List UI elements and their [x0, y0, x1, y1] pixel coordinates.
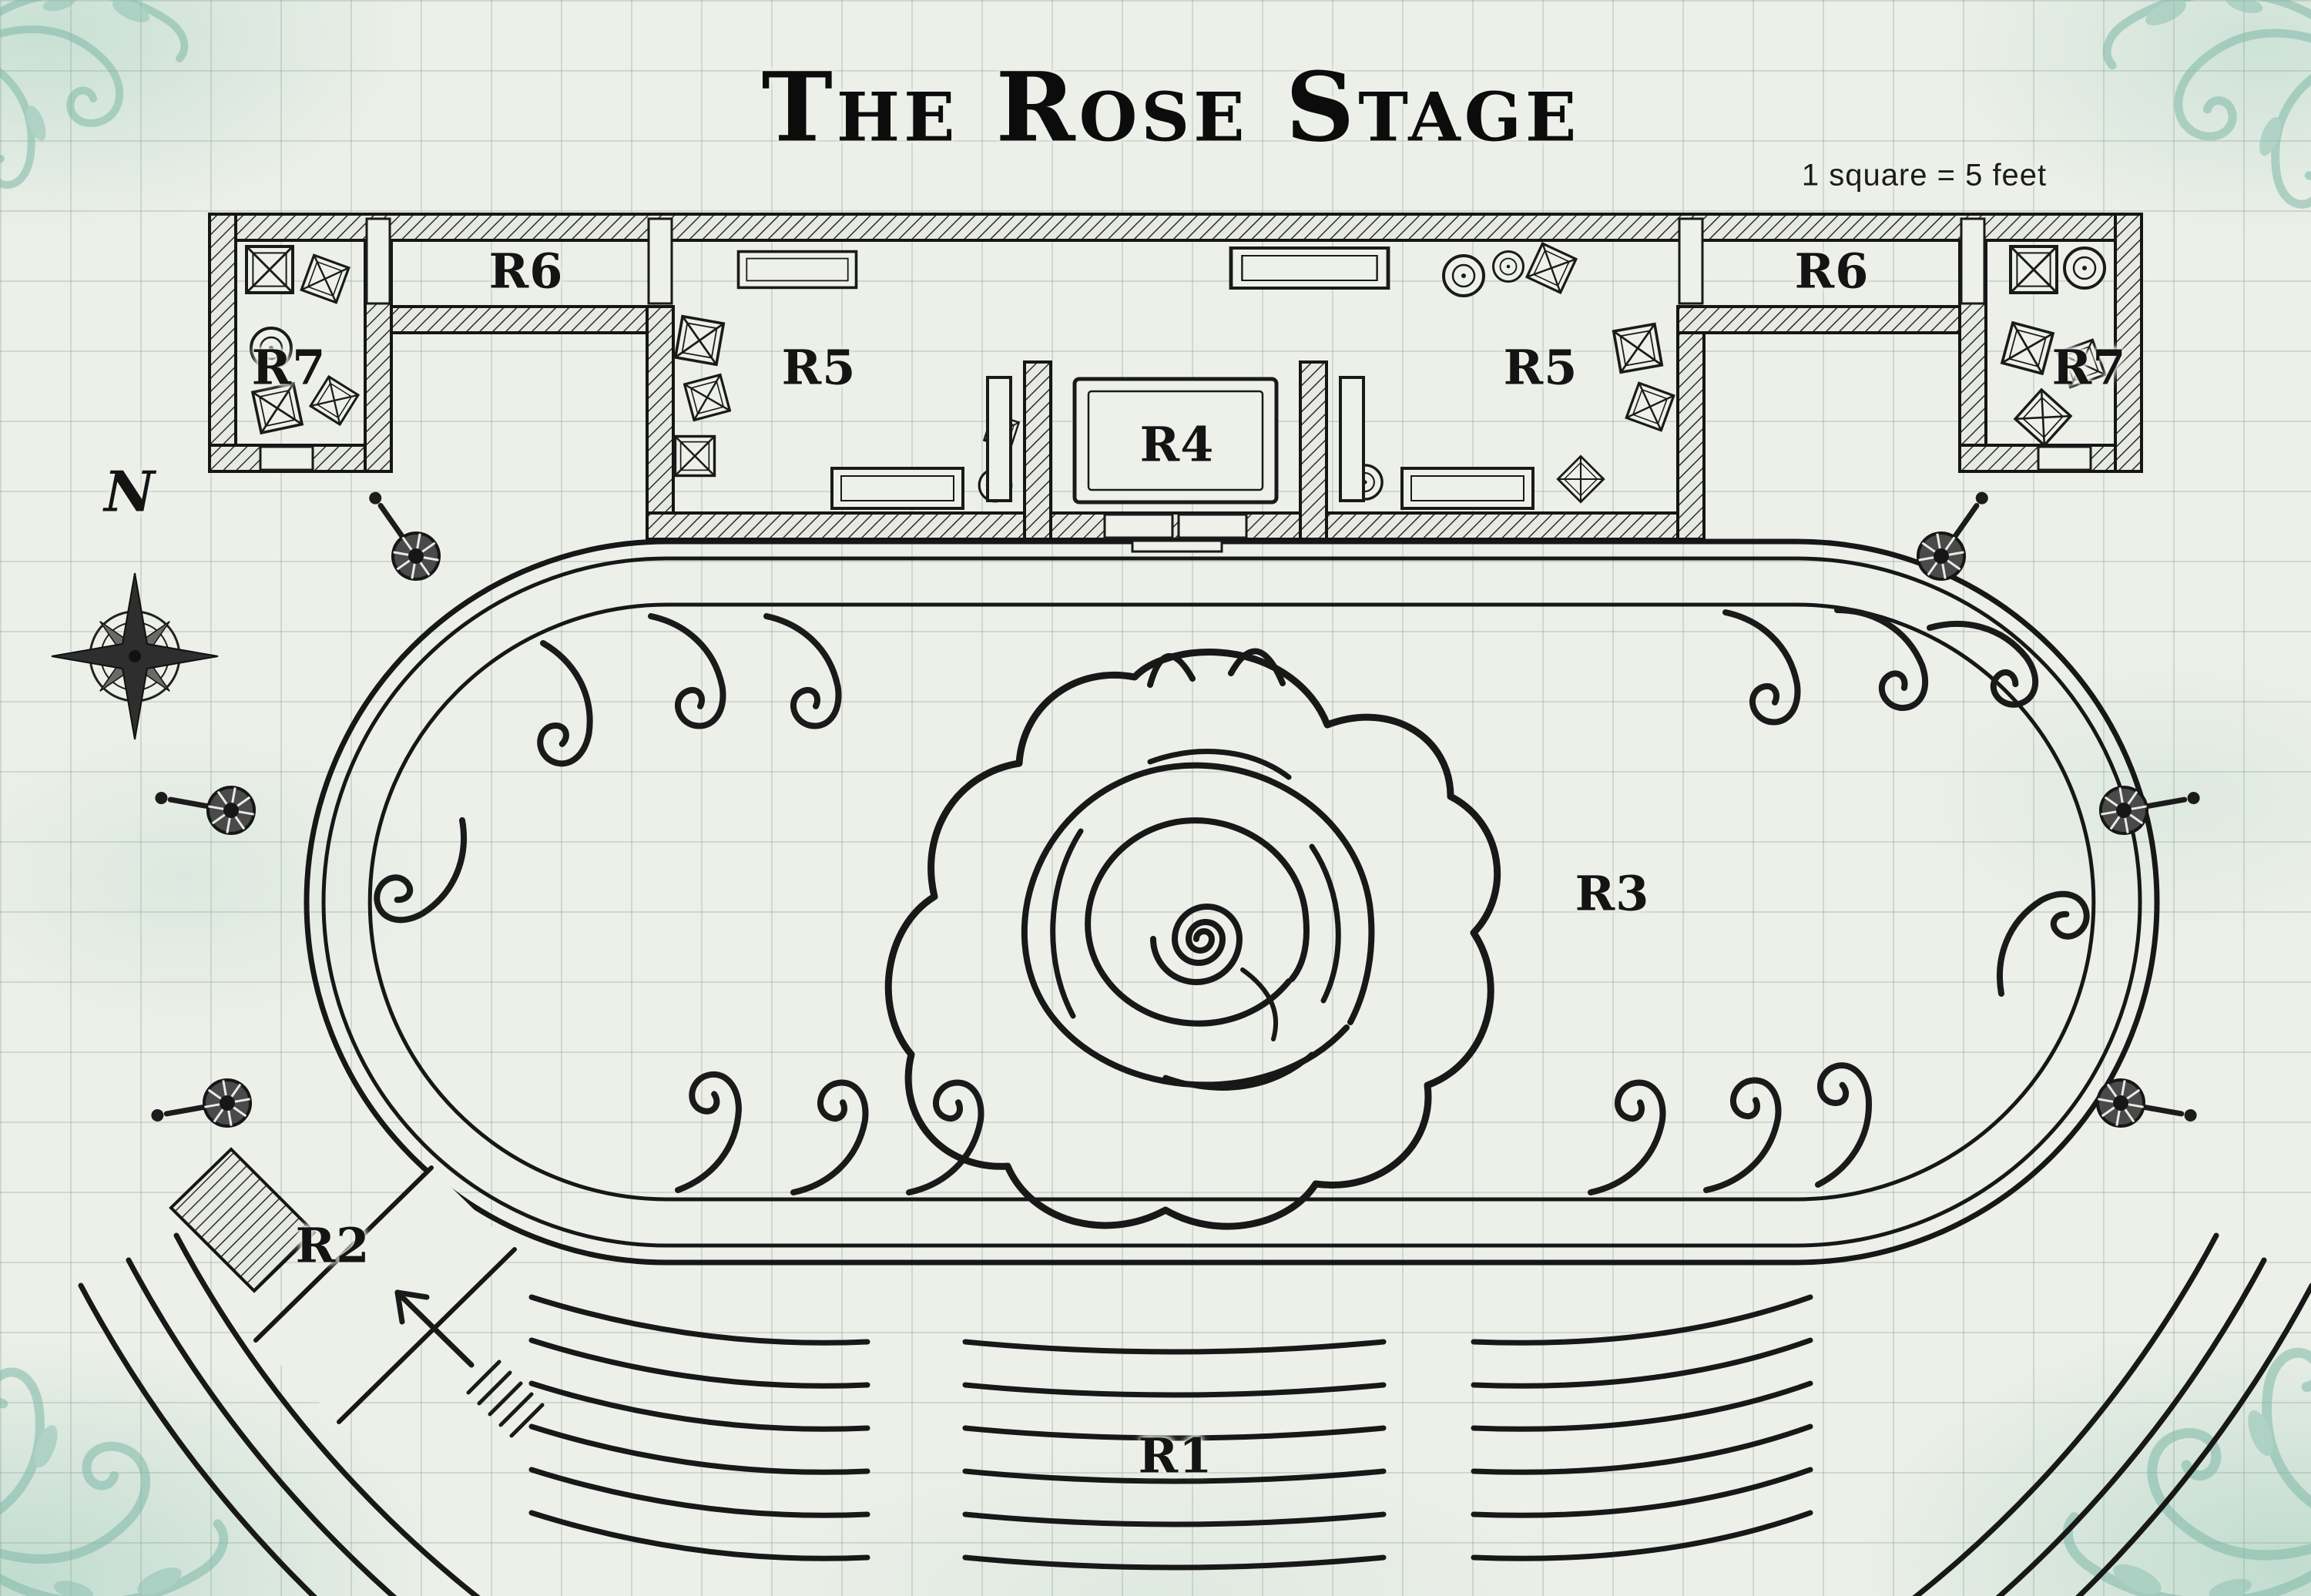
corner-flourish-top-left	[0, 0, 184, 185]
seating-rows	[528, 1294, 1813, 1571]
room-label-r6-left: R6	[488, 243, 564, 300]
wave-border	[361, 594, 2103, 1192]
scale-note: 1 square = 5 feet	[1801, 158, 2048, 193]
room-label-r2: R2	[295, 1217, 371, 1274]
room-label-r5-right: R5	[1503, 339, 1578, 396]
amphitheater-arcs	[78, 1232, 2311, 1596]
backstage-walls	[208, 213, 2143, 541]
corner-flourish-bottom-left	[0, 1373, 223, 1596]
furniture-props	[245, 242, 2107, 510]
room-label-r5-left: R5	[781, 339, 857, 396]
stage-oval	[304, 538, 2160, 1266]
rose-illustration	[884, 648, 1501, 1230]
room-label-r7-right: R7	[2051, 339, 2127, 396]
ramp-r2	[169, 1147, 545, 1438]
corner-flourish-top-right	[2107, 0, 2311, 204]
room-label-r7-left: R7	[251, 339, 327, 396]
room-label-r6-right: R6	[1794, 243, 1870, 300]
room-label-r1: R1	[1138, 1427, 1213, 1484]
map-title: The Rose Stage	[761, 52, 1581, 164]
compass-rose	[51, 572, 219, 740]
room-label-r4: R4	[1139, 416, 1215, 473]
compass-north-label: N	[104, 458, 155, 525]
room-label-r3: R3	[1575, 865, 1650, 922]
stage-torches	[147, 480, 2203, 1139]
doors	[259, 217, 2092, 553]
